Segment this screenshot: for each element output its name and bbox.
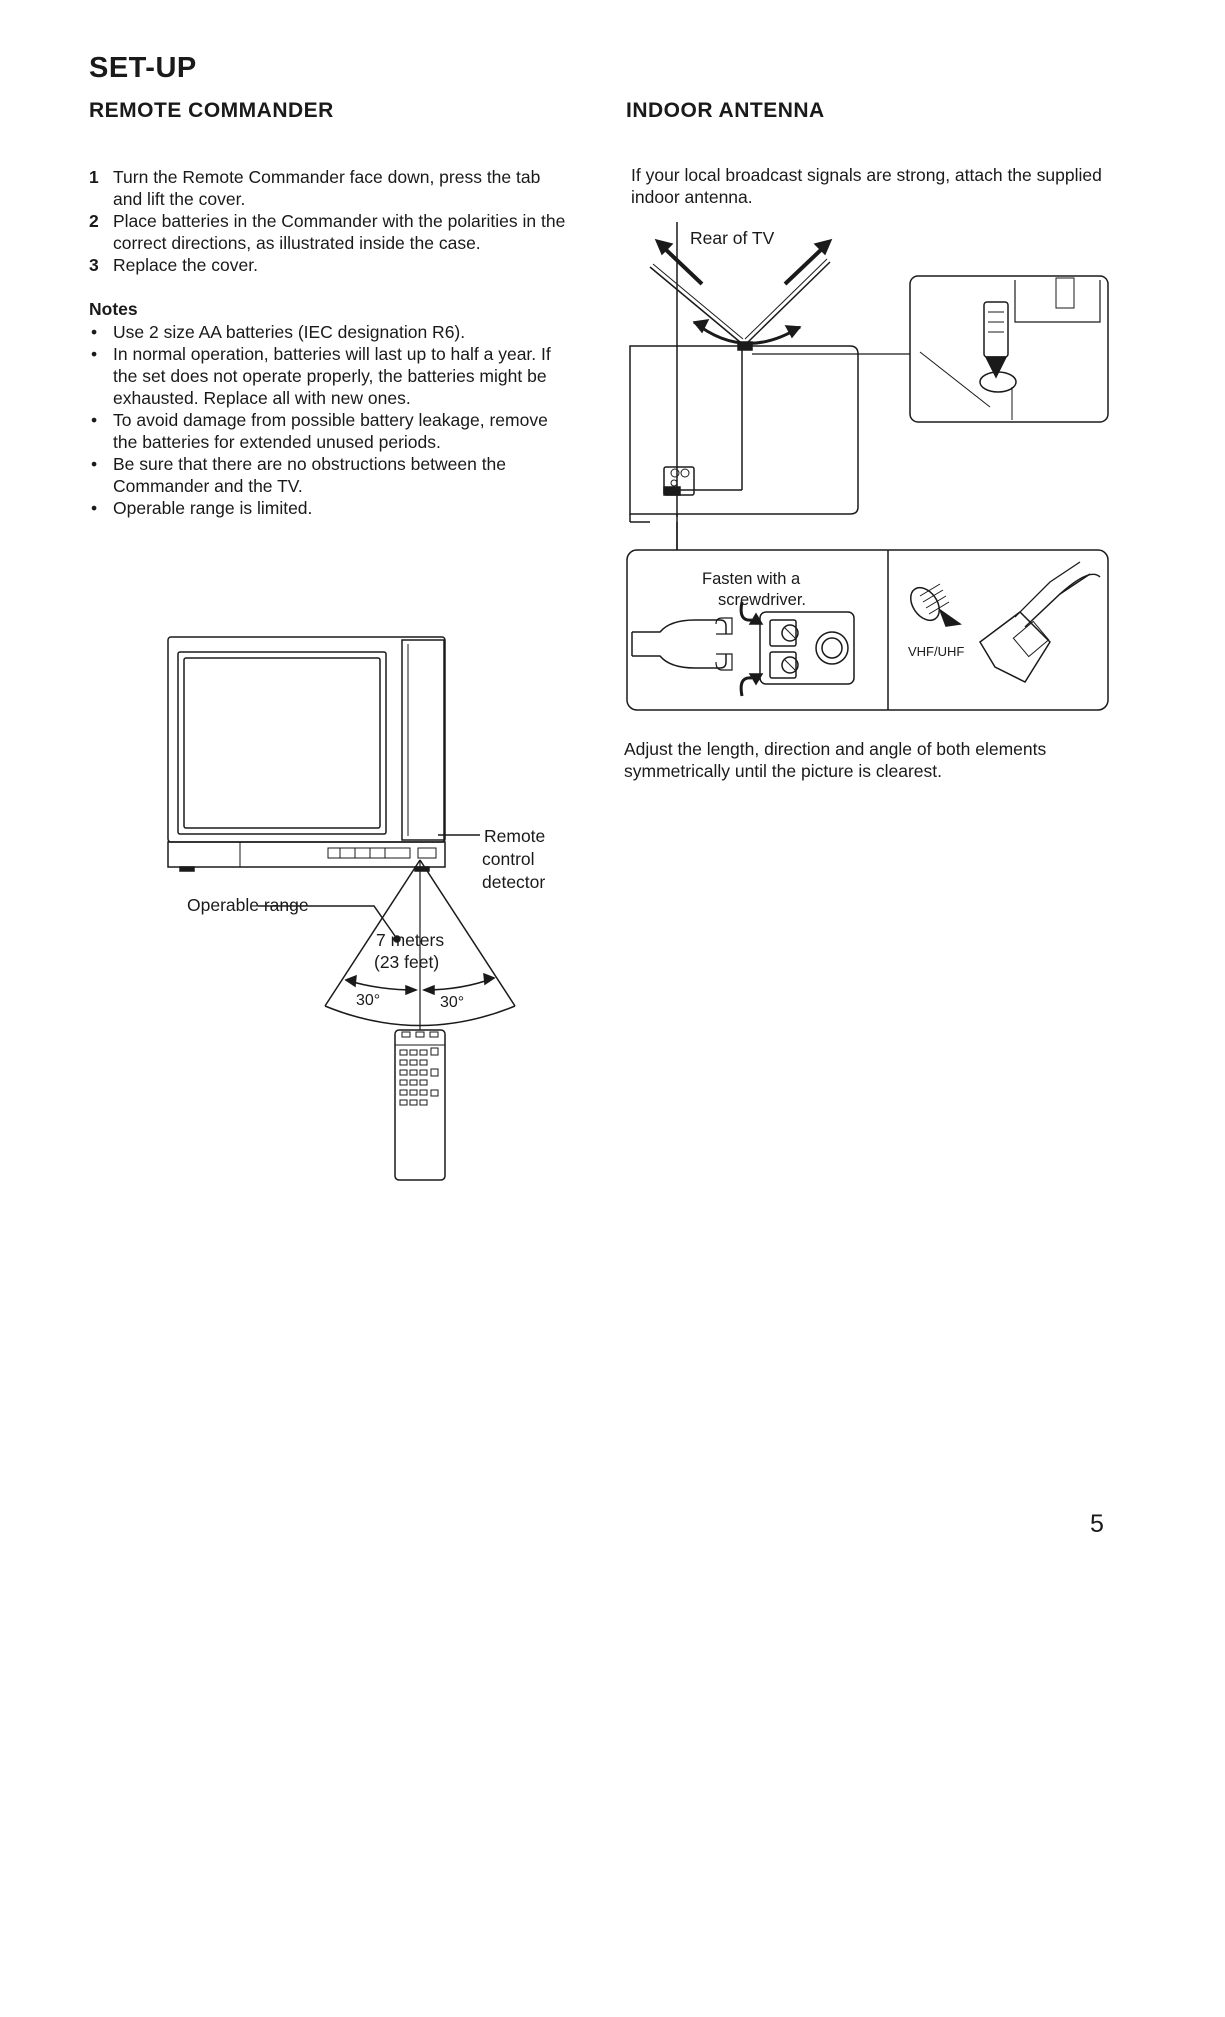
remote-keypad [399, 1031, 439, 1106]
tv-screen-bezel [177, 651, 387, 835]
rear-of-tv-label: Rear of TV [690, 228, 775, 248]
antenna-intro: If your local broadcast signals are stro… [631, 165, 1102, 207]
range-cone-right [419, 859, 516, 1007]
range-cone-left [324, 859, 421, 1007]
arrow-right-element [783, 244, 827, 286]
insert-arrow [984, 356, 1008, 379]
screw-arrow-lower [739, 676, 753, 697]
tv-body [167, 636, 446, 843]
antenna-adjust-text: Adjust the length, direction and angle o… [624, 739, 1047, 781]
tv-control-strip [167, 841, 446, 868]
note-item: Operable range is limited. [89, 497, 567, 519]
indoor-antenna-heading: INDOOR ANTENNA [626, 99, 825, 122]
operable-range-label: Operable range [187, 895, 309, 915]
antenna-rod-right [747, 261, 831, 343]
notes-title: Notes [89, 299, 138, 319]
vhf-uhf-plug [909, 561, 1101, 683]
note-item: Be sure that there are no obstructions b… [89, 453, 567, 497]
distance-feet: (23 feet) [374, 952, 439, 972]
terminal-block [759, 611, 855, 685]
coax-plug [983, 301, 1009, 358]
remote-range-figure: Remote control detector Operable range 7… [167, 636, 545, 1181]
rotation-arrow [693, 320, 801, 345]
section-title: SET-UP [89, 52, 197, 84]
antenna-figure: Rear of TV Fasten with a screwdriver. [626, 222, 1109, 711]
arrow-left-element [660, 244, 704, 286]
lead-fork-upper [632, 619, 727, 634]
detector-label-line-1: Remote [484, 826, 545, 846]
fasten-inset [626, 549, 1109, 711]
angle-right-label: 30° [440, 994, 464, 1011]
note-item: To avoid damage from possible battery le… [89, 409, 567, 453]
fasten-label-line-2: screwdriver. [718, 591, 806, 609]
lead-fork-lower [632, 654, 727, 669]
detector-label-line-2: control [482, 849, 535, 869]
note-item: In normal operation, batteries will last… [89, 343, 567, 409]
detector-label-line-3: detector [482, 872, 545, 892]
remote-commander-heading: REMOTE COMMANDER [89, 99, 334, 122]
tv-screen [183, 657, 381, 829]
distance-meters: 7 meters [376, 930, 444, 950]
note-item: Use 2 size AA batteries (IEC designation… [89, 321, 567, 343]
remote-detector-window [417, 847, 437, 859]
tv-buttons [327, 847, 411, 859]
notes-list: Use 2 size AA batteries (IEC designation… [89, 321, 567, 519]
vhf-plug-inset [909, 275, 1109, 423]
angle-left-label: 30° [356, 992, 380, 1009]
coax-terminal [815, 631, 849, 665]
operable-range-leader [258, 905, 396, 937]
fasten-label-line-1: Fasten with a [702, 570, 801, 588]
remote-commander [394, 1029, 446, 1181]
screw-arrow-upper [739, 601, 753, 622]
vhf-uhf-label: VHF/UHF [908, 644, 964, 659]
tv-rear-body [629, 345, 859, 515]
tv-side-panel [401, 639, 445, 841]
page-number: 5 [1090, 1510, 1104, 1538]
antenna-rod-left [649, 266, 741, 343]
